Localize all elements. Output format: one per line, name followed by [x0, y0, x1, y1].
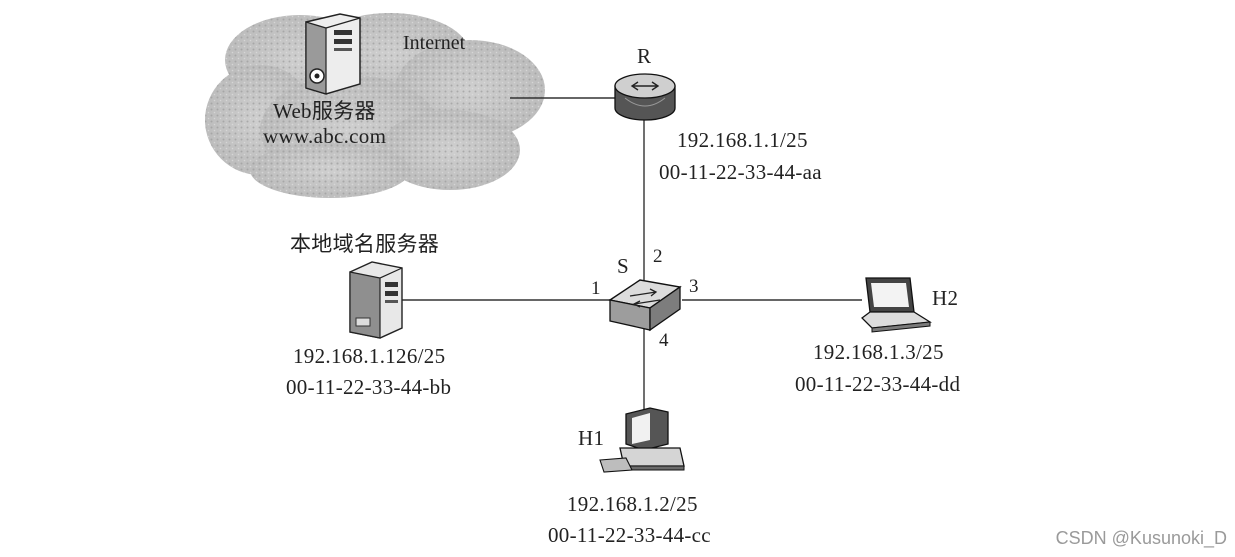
web-server-domain: www.abc.com	[263, 124, 387, 148]
internet-label: Internet	[403, 32, 466, 54]
watermark: CSDN @Kusunoki_D	[1055, 528, 1227, 548]
web-server-label: Web服务器	[273, 99, 376, 123]
switch-port-4: 4	[659, 330, 669, 351]
switch-name: S	[617, 254, 629, 278]
switch-port-1: 1	[591, 278, 601, 299]
router-name: R	[637, 44, 652, 68]
dns-server-ip: 192.168.1.126/25	[293, 344, 446, 368]
web-server-icon	[305, 13, 361, 95]
router-icon	[614, 73, 676, 121]
switch-port-2: 2	[653, 246, 663, 267]
switch-port-3: 3	[689, 276, 699, 297]
desktop-computer-icon	[599, 407, 685, 473]
h2-name: H2	[932, 286, 959, 310]
h1-mac: 00-11-22-33-44-cc	[548, 523, 711, 547]
dns-server-mac: 00-11-22-33-44-bb	[286, 375, 452, 399]
router-mac: 00-11-22-33-44-aa	[659, 160, 822, 184]
h2-mac: 00-11-22-33-44-dd	[795, 372, 961, 396]
dns-server-icon	[349, 261, 403, 339]
switch-icon	[608, 279, 682, 332]
h2-ip: 192.168.1.3/25	[813, 340, 944, 364]
router-ip: 192.168.1.1/25	[677, 128, 808, 152]
links	[402, 97, 862, 412]
laptop-icon	[861, 277, 932, 333]
h1-name: H1	[578, 426, 605, 450]
h1-ip: 192.168.1.2/25	[567, 492, 698, 516]
dns-server-label: 本地域名服务器	[290, 232, 440, 256]
